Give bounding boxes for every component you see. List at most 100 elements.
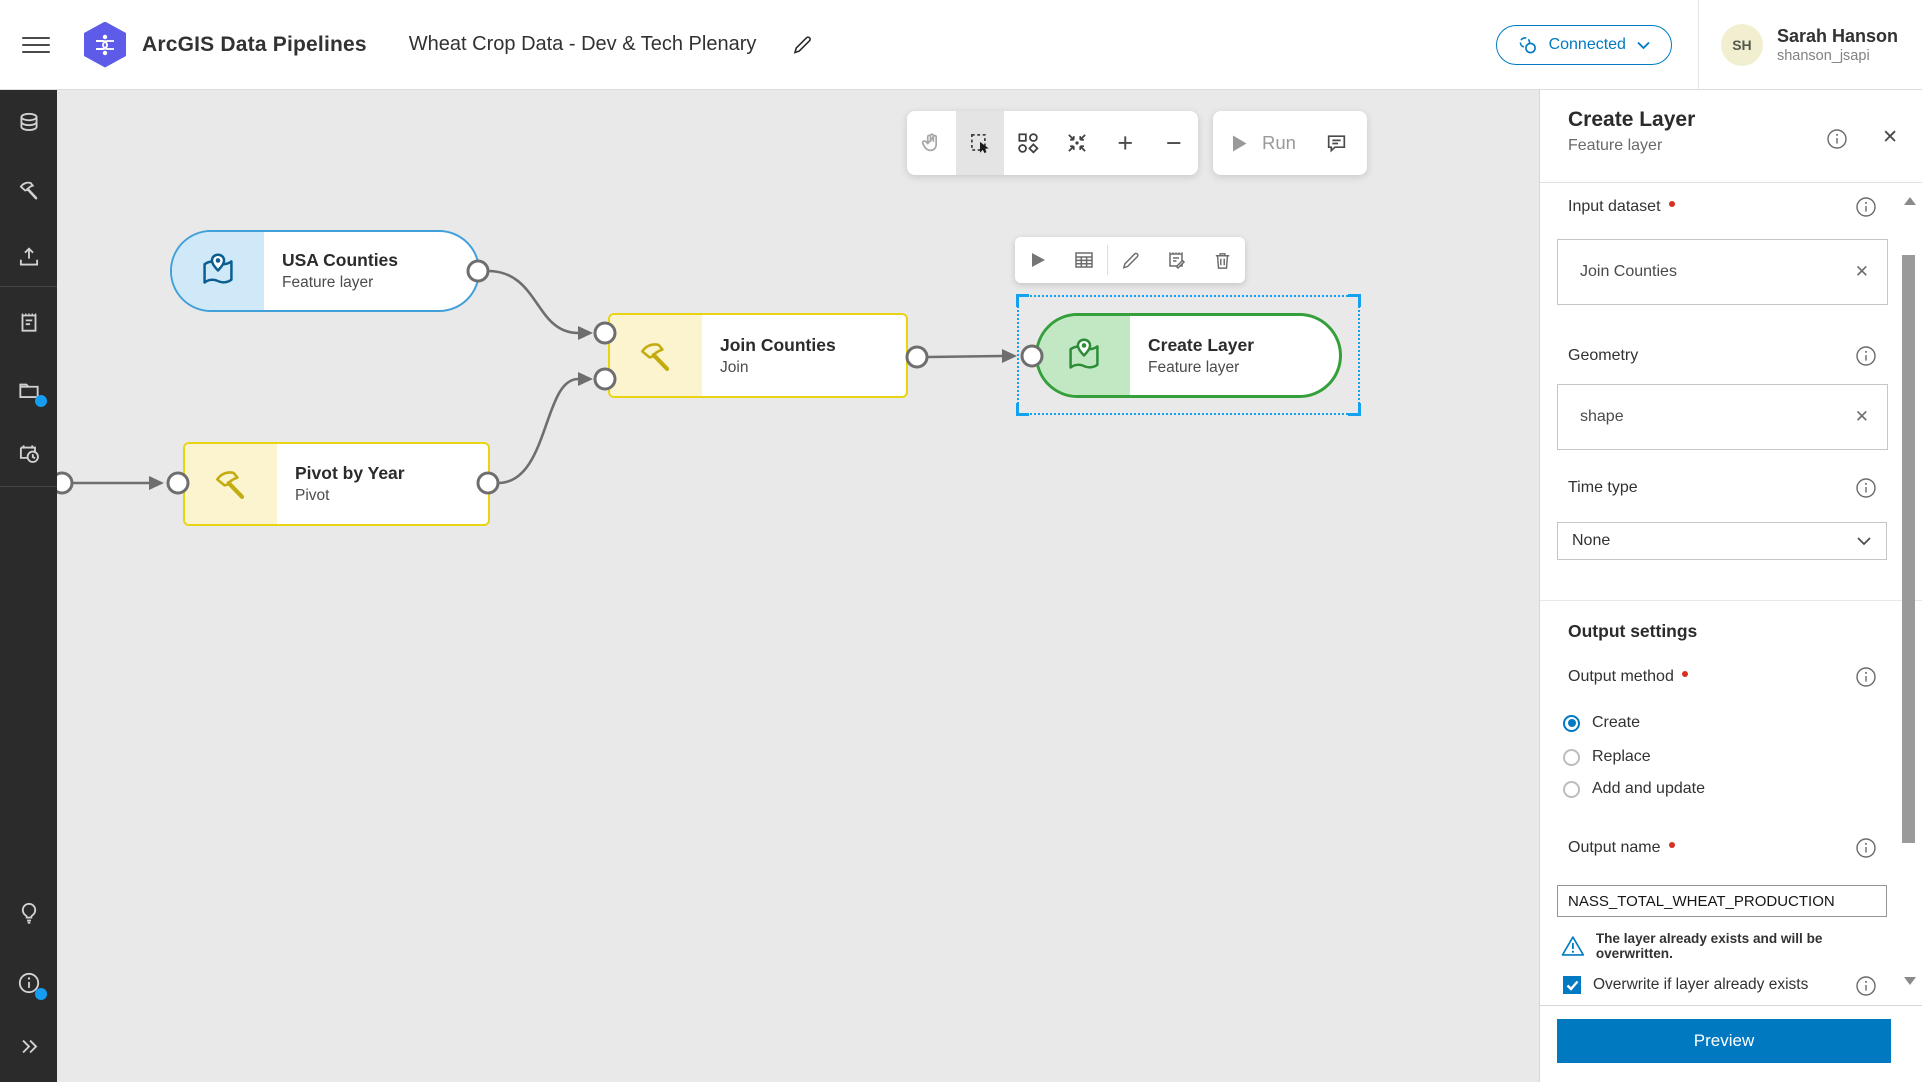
pan-hand-tool[interactable] xyxy=(907,111,956,175)
pipeline-title: Wheat Crop Data - Dev & Tech Plenary xyxy=(408,33,757,55)
zoom-to-fit-tool[interactable] xyxy=(1053,111,1102,175)
scroll-up-arrow[interactable] xyxy=(1904,197,1916,205)
panel-content: Input dataset Join Counties ✕ Geometry s… xyxy=(1540,183,1922,1005)
output-name-label: Output name xyxy=(1568,839,1661,856)
node-title: Join Counties xyxy=(720,334,836,355)
run-node-button[interactable] xyxy=(1015,237,1061,283)
output-method-info-icon[interactable] xyxy=(1855,666,1877,693)
chevron-down-icon xyxy=(1637,41,1650,49)
tool-hammer-icon xyxy=(185,444,277,524)
notes-icon[interactable] xyxy=(16,309,42,335)
panel-header: Create Layer Feature layer ✕ xyxy=(1540,90,1922,183)
chevron-down-icon xyxy=(1856,536,1872,546)
geometry-value: shape xyxy=(1580,408,1624,425)
zoom-out-button[interactable]: − xyxy=(1165,127,1182,158)
user-menu[interactable]: SH Sarah Hanson shanson_jsapi xyxy=(1699,23,1898,66)
comments-icon[interactable] xyxy=(1324,131,1349,156)
input-dataset-info-icon[interactable] xyxy=(1855,196,1877,223)
app-header: ArcGIS Data Pipelines Wheat Crop Data - … xyxy=(0,0,1922,90)
left-toolbar xyxy=(0,90,57,1082)
radio-create[interactable]: Create xyxy=(1563,714,1640,732)
user-name: Sarah Hanson xyxy=(1776,26,1898,47)
output-settings-heading: Output settings xyxy=(1568,621,1698,641)
checkbox-checked[interactable] xyxy=(1563,976,1581,994)
delete-node-trash-button[interactable] xyxy=(1199,237,1245,283)
radio-replace[interactable]: Replace xyxy=(1563,748,1651,766)
radio-button[interactable] xyxy=(1563,748,1580,766)
radio-replace-label: Replace xyxy=(1592,748,1651,765)
node-subtitle: Feature layer xyxy=(1148,358,1240,376)
radio-button-selected[interactable] xyxy=(1563,714,1580,732)
remove-input-dataset-icon[interactable]: ✕ xyxy=(1854,262,1869,281)
remove-geometry-icon[interactable]: ✕ xyxy=(1854,407,1869,426)
catalog-folder-icon[interactable] xyxy=(16,377,47,407)
input-dataset-field[interactable]: Join Counties ✕ xyxy=(1557,239,1888,305)
play-icon xyxy=(1233,135,1247,151)
connection-status-label: Connected xyxy=(1548,35,1626,53)
time-type-dropdown[interactable]: None xyxy=(1557,522,1887,560)
geometry-info-icon[interactable] xyxy=(1855,345,1877,372)
node-action-toolbar xyxy=(1015,237,1245,283)
preview-button[interactable]: Preview xyxy=(1557,1019,1891,1063)
warning-triangle-icon xyxy=(1561,936,1585,956)
panel-info-icon[interactable] xyxy=(1826,128,1848,155)
inputs-database-icon[interactable] xyxy=(16,110,42,136)
feature-layer-map-icon xyxy=(172,232,264,310)
tools-hammer-icon[interactable] xyxy=(16,177,42,203)
avatar: SH xyxy=(1720,23,1763,66)
overwrite-info-icon[interactable] xyxy=(1855,975,1877,1002)
node-create-layer[interactable]: Create Layer Feature layer xyxy=(1035,313,1342,398)
zoom-in-button[interactable]: + xyxy=(1117,127,1134,158)
pipeline-canvas[interactable]: USA Counties Feature layer Pivot by Year… xyxy=(57,90,1539,1082)
node-join-counties[interactable]: Join Counties Join xyxy=(608,313,908,398)
close-panel-icon[interactable]: ✕ xyxy=(1882,127,1898,148)
radio-button[interactable] xyxy=(1563,780,1580,798)
output-name-info-icon[interactable] xyxy=(1855,837,1877,864)
port-upstream-output xyxy=(57,471,74,495)
outputs-publish-icon[interactable] xyxy=(16,244,42,270)
notification-dot xyxy=(34,988,47,1000)
panel-scrollbar[interactable] xyxy=(1900,189,1918,999)
scroll-down-arrow[interactable] xyxy=(1904,977,1916,985)
scheduled-tasks-icon[interactable] xyxy=(16,440,42,466)
canvas-toolbar: + − xyxy=(907,111,1198,175)
overwrite-checkbox-label: Overwrite if layer already exists xyxy=(1593,976,1809,993)
radio-add-update-label: Add and update xyxy=(1592,780,1705,797)
overwrite-warning: The layer already exists and will be ove… xyxy=(1561,931,1901,961)
geometry-label: Geometry xyxy=(1568,347,1639,364)
edit-note-button[interactable] xyxy=(1153,237,1199,283)
scrollbar-thumb[interactable] xyxy=(1902,255,1915,843)
lightbulb-icon[interactable] xyxy=(16,900,42,926)
preview-table-button[interactable] xyxy=(1061,237,1107,283)
node-subtitle: Feature layer xyxy=(282,274,374,291)
run-toolbar: Run xyxy=(1213,111,1367,175)
edit-node-pencil-button[interactable] xyxy=(1108,237,1154,283)
warning-text: The layer already exists and will be ove… xyxy=(1595,931,1823,961)
panel-title: Create Layer xyxy=(1568,108,1696,131)
geometry-field[interactable]: shape ✕ xyxy=(1557,384,1888,450)
overwrite-checkbox-row[interactable]: Overwrite if layer already exists xyxy=(1563,976,1808,994)
marquee-select-tool[interactable] xyxy=(955,111,1004,175)
feature-layer-map-icon xyxy=(1038,316,1130,395)
input-dataset-value: Join Counties xyxy=(1580,263,1677,280)
node-title: USA Counties xyxy=(282,250,399,270)
required-dot xyxy=(1668,842,1675,848)
auto-layout-tool[interactable] xyxy=(1004,111,1053,175)
radio-add-and-update[interactable]: Add and update xyxy=(1563,780,1705,798)
info-icon[interactable] xyxy=(16,970,47,1000)
required-dot xyxy=(1668,201,1675,207)
node-pivot-by-year[interactable]: Pivot by Year Pivot xyxy=(183,442,490,526)
expand-double-chevron-icon[interactable] xyxy=(16,1033,42,1059)
time-type-label: Time type xyxy=(1568,479,1638,496)
data-pipelines-logo-icon xyxy=(84,21,126,68)
node-usa-counties[interactable]: USA Counties Feature layer xyxy=(170,230,480,312)
output-name-input[interactable] xyxy=(1557,885,1887,917)
time-type-info-icon[interactable] xyxy=(1855,477,1877,504)
hamburger-menu-icon[interactable] xyxy=(22,31,50,59)
rename-pipeline-pencil-icon[interactable] xyxy=(790,33,814,57)
connection-status-button[interactable]: Connected xyxy=(1495,24,1672,65)
run-button[interactable]: Run xyxy=(1231,132,1296,154)
output-method-label: Output method xyxy=(1568,668,1674,685)
user-username: shanson_jsapi xyxy=(1776,47,1870,64)
run-label: Run xyxy=(1262,132,1296,153)
